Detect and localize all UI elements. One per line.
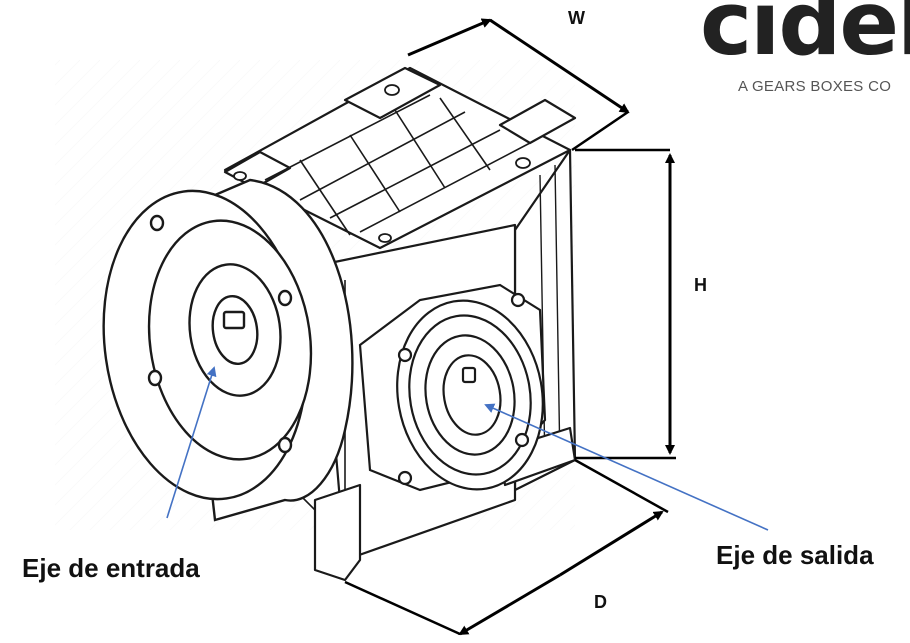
leader-lines (166, 366, 769, 531)
dimension-lines (344, 18, 676, 636)
output-flange (358, 283, 547, 492)
dim-d-extension-2 (344, 580, 461, 636)
output-bolt-2 (397, 347, 413, 363)
dim-w-arrow-a (407, 18, 492, 57)
output-bolt-1 (510, 292, 526, 308)
foot-left (313, 483, 362, 582)
dim-w-label: W (568, 8, 585, 28)
input-bolt-3 (277, 436, 293, 454)
dim-d-arrow-a (559, 510, 664, 577)
top-tab-2 (498, 98, 577, 145)
output-bolt-4 (514, 432, 530, 448)
input-keyway (222, 310, 246, 330)
input-bolt-1 (149, 214, 165, 232)
output-shaft-bore (442, 354, 502, 436)
output-bolt-3 (397, 470, 413, 486)
dim-d-extension (574, 458, 669, 514)
top-bolt-holes (233, 84, 531, 243)
input-bolt-2 (277, 289, 293, 307)
input-flange (102, 178, 354, 522)
dim-w-extension (571, 110, 629, 152)
brand-tagline: A GEARS BOXES CO (738, 78, 892, 95)
input-shaft-label: Eje de entrada (22, 553, 200, 583)
leader-input (166, 366, 217, 519)
leader-output (484, 403, 769, 531)
dim-d-label: D (594, 592, 607, 612)
input-bolt-4 (147, 369, 163, 387)
brand-logo: cidel (700, 0, 910, 75)
dim-h-label: H (694, 275, 707, 295)
dim-w-line (489, 18, 630, 114)
output-shaft-label: Eje de salida (716, 540, 874, 570)
output-keyway (461, 366, 477, 384)
dim-d-arrow-b (458, 573, 561, 636)
